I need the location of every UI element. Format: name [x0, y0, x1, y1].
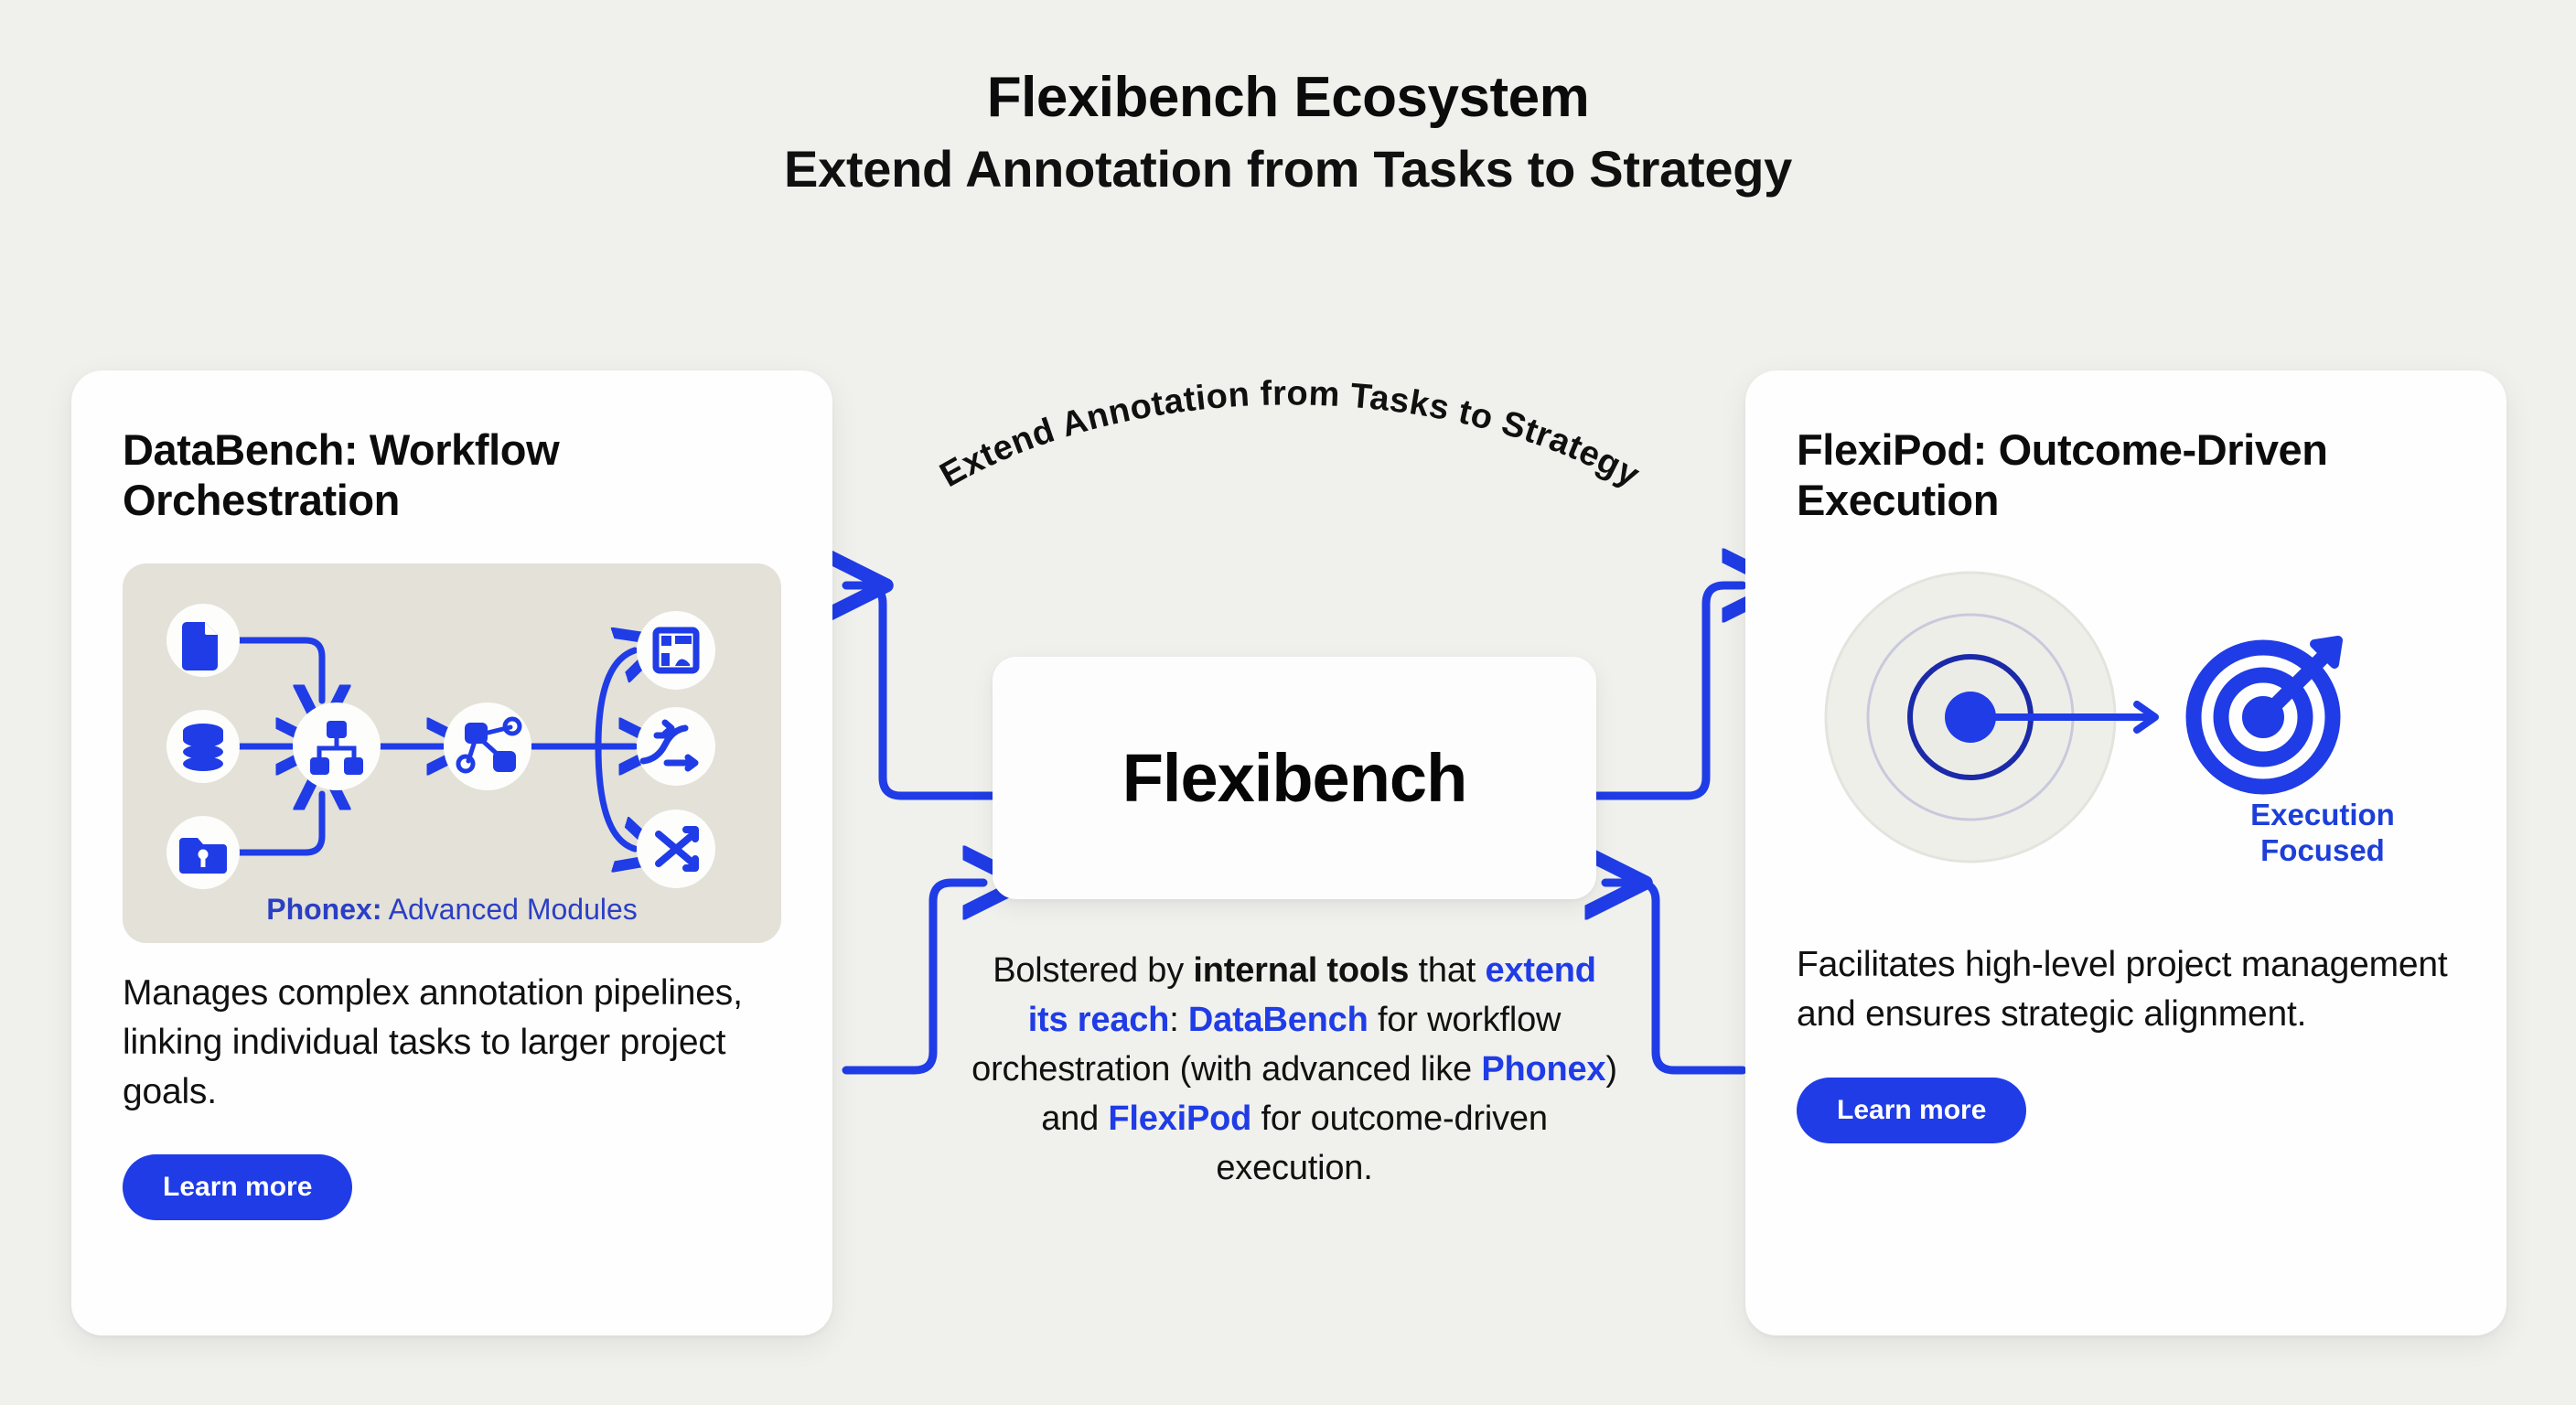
execution-focused-line2: Focused: [2260, 832, 2385, 867]
workflow-diagram-panel: Phonex: Advanced Modules: [123, 563, 781, 944]
card-databench-title: DataBench: Workflow Orchestration: [123, 425, 560, 524]
outcome-visual-panel: Execution Focused: [1797, 552, 2455, 909]
dartboard-target-icon: [2185, 636, 2343, 795]
center-desc-part6: for outcome-driven execution.: [1216, 1099, 1548, 1187]
execution-focused-label: Execution Focused: [2199, 798, 2446, 869]
shuffle-icon: [655, 826, 699, 873]
document-icon: [182, 622, 218, 671]
database-icon: [183, 724, 223, 772]
center-node-title: Flexibench: [1122, 740, 1468, 816]
center-desc-phonex: Phonex: [1481, 1049, 1606, 1089]
execution-focused-line1: Execution: [2250, 798, 2395, 832]
page-subtitle: Extend Annotation from Tasks to Strategy: [784, 139, 1792, 198]
arc-label-text: Extend Annotation from Tasks to Strategy: [934, 374, 1646, 495]
card-databench[interactable]: DataBench: Workflow Orchestration: [71, 370, 832, 1335]
panel-caption: Phonex: Advanced Modules: [123, 893, 781, 927]
learn-more-button-flexipod[interactable]: Learn more: [1797, 1077, 2027, 1143]
center-desc-part3: :: [1169, 1000, 1188, 1039]
learn-more-button-databench[interactable]: Learn more: [123, 1154, 353, 1221]
arc-label: Extend Annotation from Tasks to Strategy: [805, 302, 1775, 613]
center-desc-part5: ) and: [1041, 1049, 1617, 1138]
page-title: Flexibench Ecosystem: [986, 66, 1590, 129]
route-flow-icon-bubble: [637, 707, 715, 787]
hierarchy-icon: [310, 721, 363, 776]
panel-caption-bold: Phonex:: [266, 893, 382, 927]
center-desc-part4: for workflow orchestration (with advance…: [971, 1000, 1562, 1089]
concentric-rings-icon: [1824, 571, 2117, 863]
svg-text:Extend Annotation from Tasks t: Extend Annotation from Tasks to Strategy: [934, 374, 1646, 495]
page-header: Flexibench Ecosystem Extend Annotation f…: [0, 68, 2576, 197]
panel-caption-rest: Advanced Modules: [381, 893, 638, 927]
center-desc-part1: Bolstered by: [993, 951, 1194, 990]
card-flexipod[interactable]: FlexiPod: Outcome-Driven Execution: [1745, 370, 2506, 1335]
center-desc-internal-tools: internal tools: [1193, 951, 1410, 990]
route-flow-icon: [639, 719, 699, 772]
card-flexipod-description: Facilitates high-level project managemen…: [1797, 945, 2448, 1034]
center-node-flexibench[interactable]: Flexibench: [993, 657, 1596, 899]
dashboard-layout-icon: [652, 627, 700, 674]
center-description: Bolstered by internal tools that extend …: [970, 947, 1619, 1194]
dashboard-layout-icon-bubble: [637, 611, 715, 691]
card-databench-description: Manages complex annotation pipelines, li…: [123, 973, 743, 1111]
arrow-right-icon: [1989, 701, 2159, 735]
card-flexipod-title: FlexiPod: Outcome-Driven Execution: [1797, 425, 2328, 524]
center-desc-databench: DataBench: [1187, 1000, 1368, 1039]
folder-key-icon: [179, 838, 227, 874]
center-desc-extend-reach: extend its reach: [1027, 951, 1596, 1039]
network-graph-icon: [456, 716, 522, 774]
center-desc-flexipod: FlexiPod: [1108, 1099, 1252, 1138]
center-desc-part2: that: [1409, 951, 1486, 990]
